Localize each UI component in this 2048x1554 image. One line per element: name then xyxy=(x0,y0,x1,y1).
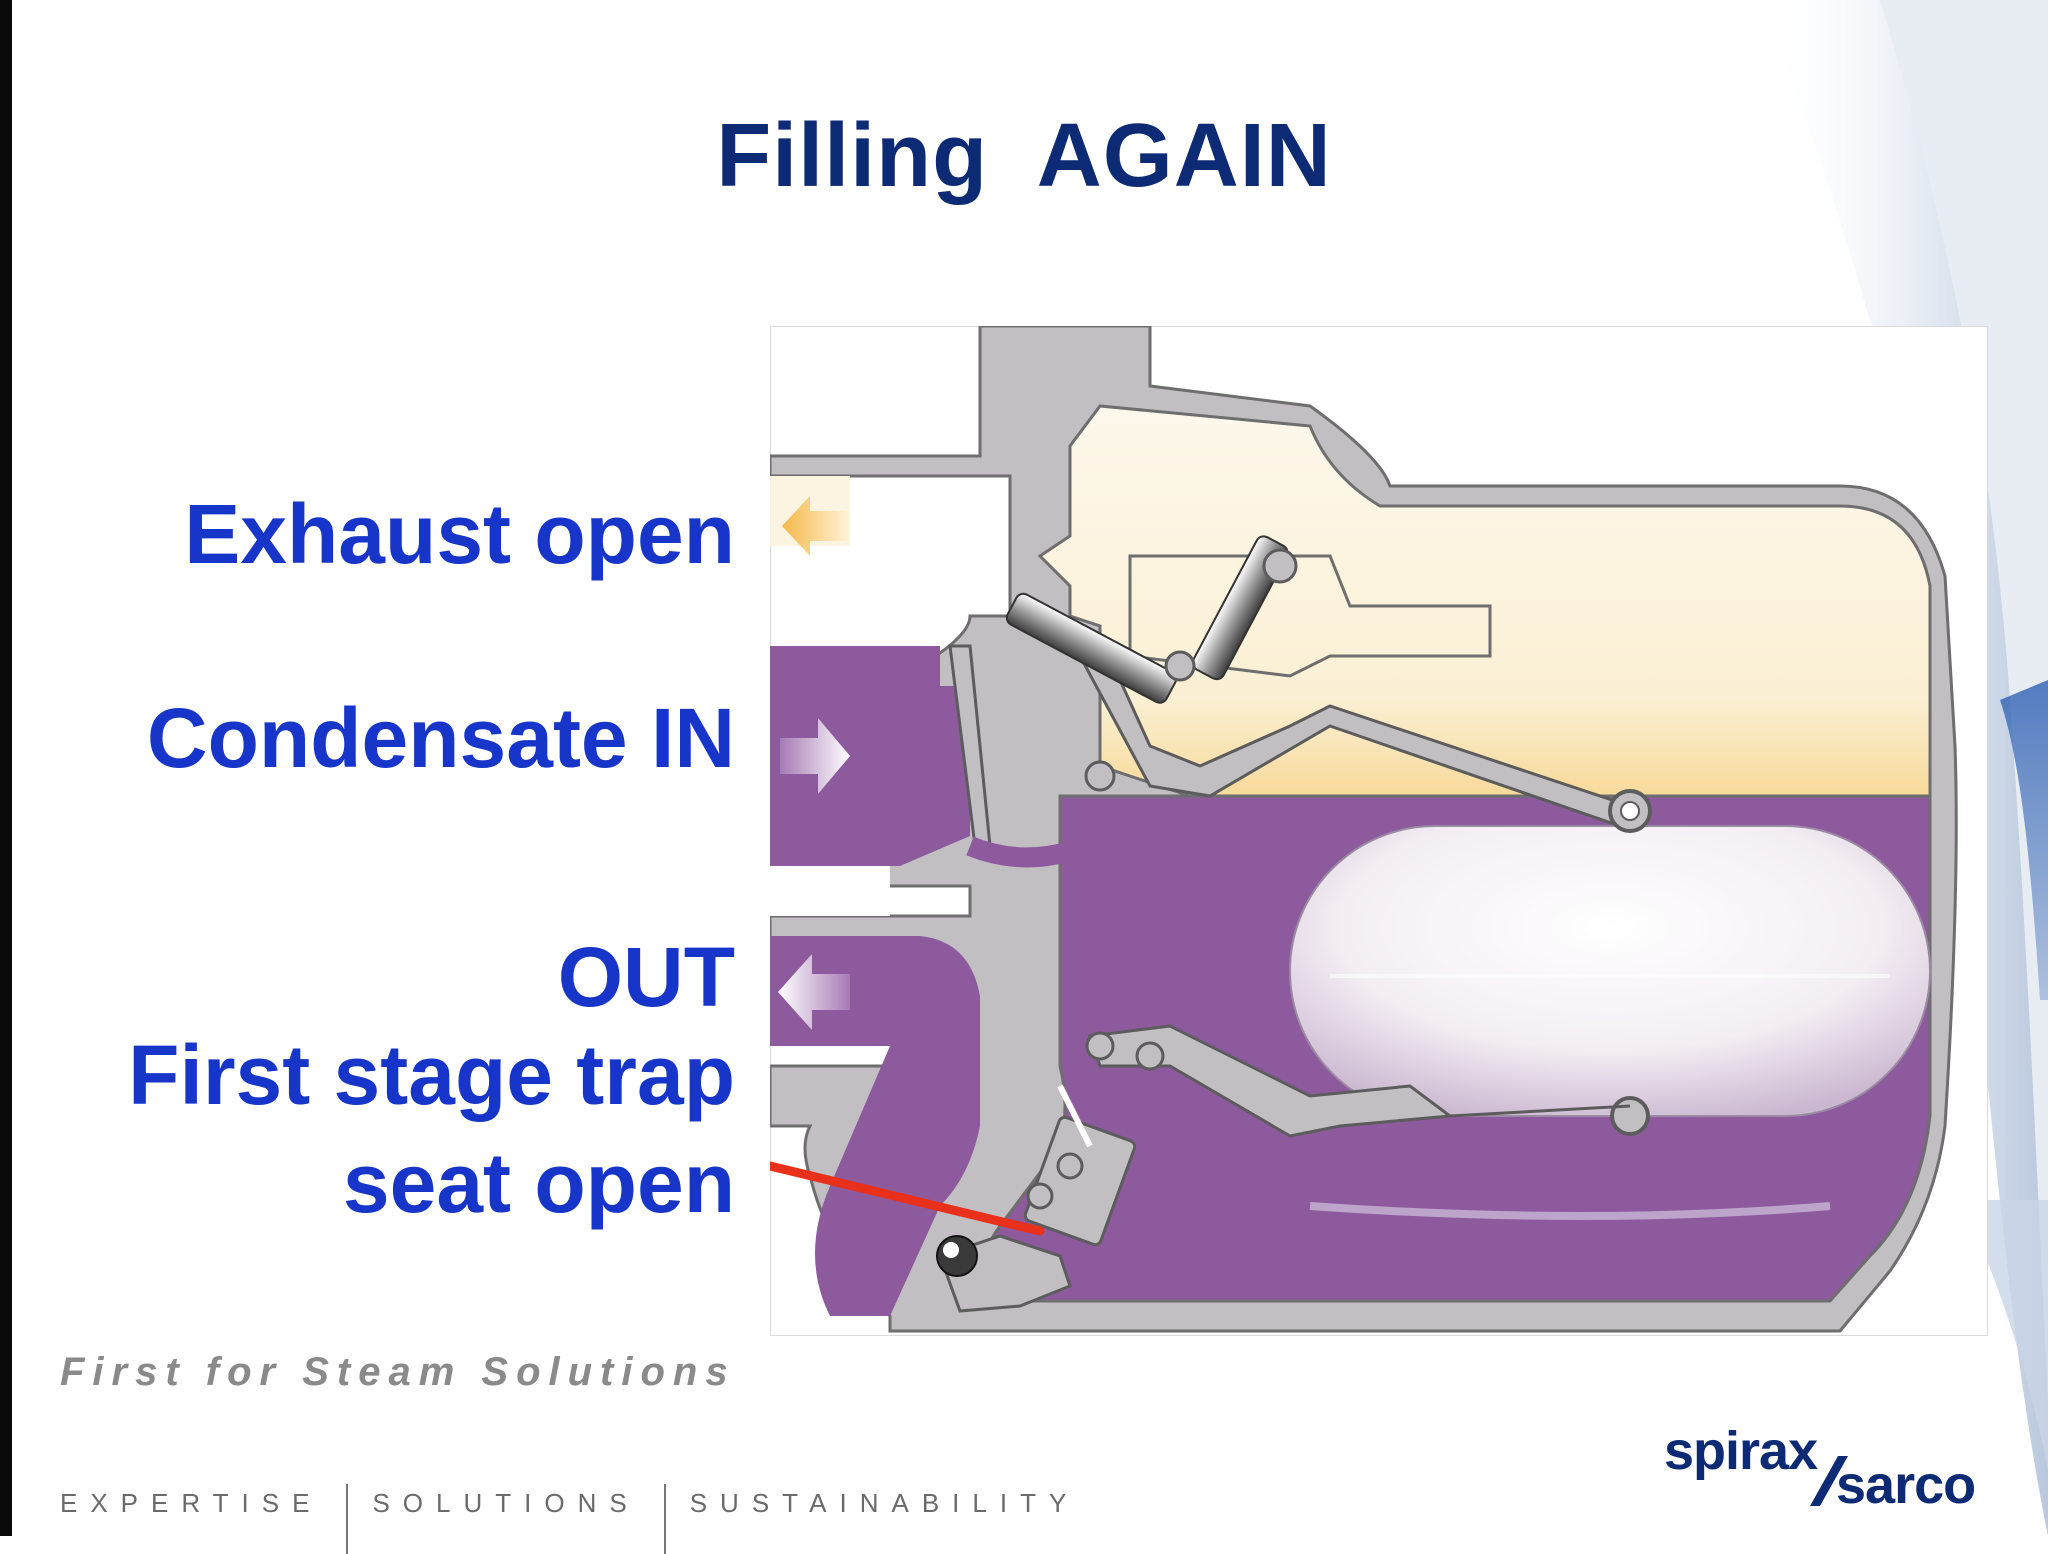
footer-word-sustainability: SUSTAINABILITY xyxy=(690,1488,1080,1519)
left-edge-bar xyxy=(0,0,12,1536)
label-seat-open: seat open xyxy=(343,1141,735,1225)
logo-text-sarco: sarco xyxy=(1836,1454,1975,1516)
footer-words: EXPERTISE SOLUTIONS SUSTAINABILITY xyxy=(60,1468,1079,1538)
float-ball xyxy=(1290,826,1930,1116)
port-gap xyxy=(770,866,890,916)
footer-word-solutions: SOLUTIONS xyxy=(372,1488,639,1519)
spirax-sarco-logo: spirax sarco xyxy=(1660,1420,2010,1510)
footer-divider xyxy=(346,1484,348,1554)
label-condensate-in: Condensate IN xyxy=(147,696,735,780)
footer-word-expertise: EXPERTISE xyxy=(60,1488,322,1519)
trap-ball-icon xyxy=(937,1236,977,1276)
footer-divider xyxy=(664,1484,666,1554)
tagline: First for Steam Solutions xyxy=(60,1350,736,1395)
slide-title: Filling AGAIN xyxy=(0,105,2048,208)
label-exhaust-open: Exhaust open xyxy=(184,492,735,576)
label-out: OUT xyxy=(558,935,735,1019)
pump-trap-diagram xyxy=(770,326,1988,1336)
label-first-stage-trap: First stage trap xyxy=(128,1033,735,1117)
